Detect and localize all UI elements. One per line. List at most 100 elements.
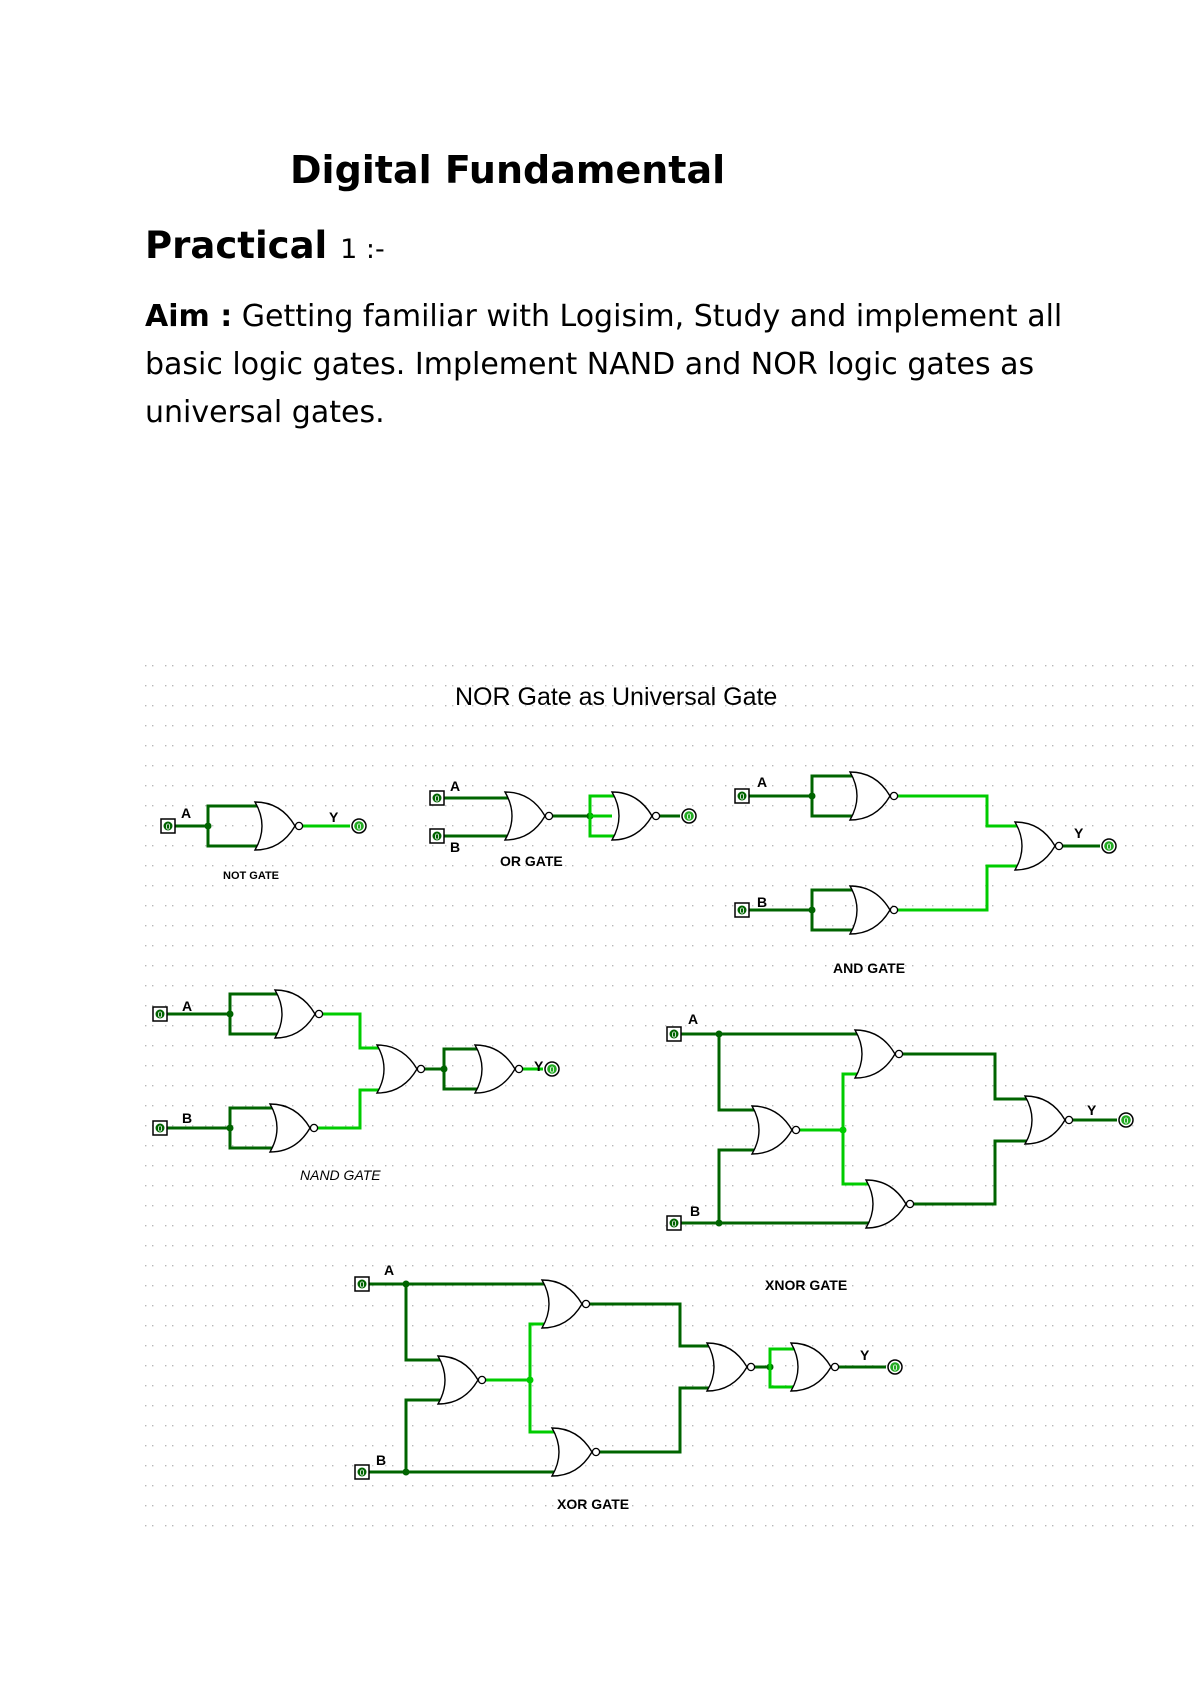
wire-low [404,1284,443,1362]
wire-high [898,864,1020,912]
pin-value: 0 [1123,1117,1128,1126]
nor-bubble-icon [544,811,554,821]
pin-label-a: A [181,805,191,821]
pin-label-a: A [182,998,192,1014]
input-pin-led-icon [669,1029,679,1039]
nor-bubble-icon [894,1049,904,1059]
input-pin-led-icon [669,1218,679,1228]
nor-gate-icon [750,1105,793,1155]
wire-high [528,1380,557,1434]
pin-value: 0 [165,823,170,832]
nor-gate-icon [789,1342,832,1392]
pin-value: 0 [1106,843,1111,852]
pin-value: 0 [671,1220,676,1229]
nor-gate-icon [705,1342,748,1392]
pin-value: 0 [356,823,361,832]
wire-high [898,794,1020,828]
practical-label: Practical [145,224,328,267]
aim-paragraph: Aim : Getting familiar with Logisim, Stu… [145,293,1105,437]
pin-label-b: B [450,839,460,855]
input-pin-led-icon [357,1279,367,1289]
nor-gate-icon [848,771,891,821]
pin-label-y: Y [1074,825,1084,841]
pin-value: 0 [739,907,744,916]
nor-bubble-icon [889,791,899,801]
nor-bubble-icon [314,1009,324,1019]
xnor-gate-label: XNOR GATE [765,1277,847,1293]
circuit-heading: NOR Gate as Universal Gate [455,683,777,711]
wire-low [810,888,855,910]
pin-label-b: B [376,1452,386,1468]
pin-label-a: A [688,1011,698,1027]
nor-gate-icon [473,1044,516,1094]
wire-low [810,910,855,932]
nor-gate-icon [268,1103,311,1153]
nor-bubble-icon [1054,841,1064,851]
nor-gate-icon [503,791,546,841]
wire-low [914,1139,1030,1206]
input-pin-led-icon [432,831,442,841]
nor-bubble-icon [416,1064,426,1074]
nor-gate-icon [550,1427,593,1477]
wire-low [810,774,855,796]
wire-high [588,816,617,838]
output-pin-led-icon [354,821,364,831]
wire-low [717,1148,758,1223]
nand-gate-label: NAND GATE [300,1167,381,1183]
pin-value: 0 [157,1011,162,1020]
wire-low [442,1047,480,1069]
pin-label-a: A [757,774,767,790]
nor-bubble-icon [830,1362,840,1372]
pin-label-a: A [450,778,460,794]
input-pin-led-icon [737,791,747,801]
wire-low [590,1302,712,1348]
output-pin-led-icon [890,1362,900,1372]
wire-low [228,1014,280,1036]
nor-bubble-icon [591,1447,601,1457]
pin-value: 0 [434,795,439,804]
nor-bubble-icon [294,821,304,831]
not-gate-label: NOT GATE [223,870,279,882]
nor-gate-icon [853,1029,896,1079]
pin-value: 0 [739,793,744,802]
page-title: Digital Fundamental [290,148,726,192]
pin-value: 0 [549,1066,554,1075]
wire-low [404,1398,443,1472]
grid-dots [145,665,1194,1527]
wire-low [717,1034,758,1112]
nor-gate-icon [610,791,653,841]
input-pin-led-icon [357,1467,367,1477]
pin-label-b: B [690,1203,700,1219]
input-pin-led-icon [432,793,442,803]
wire-high [528,1322,547,1380]
canvas-grid [145,665,1194,1527]
nor-gate-icon [1023,1095,1066,1145]
labels: NOR Gate as Universal Gate NOT GATE OR G… [181,683,1097,1512]
nor-gate-icon [540,1279,583,1329]
nor-gate-icon [1013,821,1056,871]
xor-gate-label: XOR GATE [557,1496,629,1512]
pin-label-b: B [182,1110,192,1126]
gates [253,771,1074,1477]
pin-label-y: Y [1087,1102,1097,1118]
and-gate-label: AND GATE [833,960,905,976]
wire-high [768,1367,796,1389]
wire-junction [204,822,212,830]
pin-label-y: Y [860,1347,870,1363]
nor-gate-icon [253,801,296,851]
wire-low [228,992,280,1014]
nor-bubble-icon [889,905,899,915]
output-pin-led-icon [547,1064,557,1074]
pin-value: 0 [892,1364,897,1373]
practical-heading: Practical 1 :- [145,224,385,267]
wire-high [588,794,617,816]
wire-low [228,1128,275,1150]
pin-value: 0 [434,833,439,842]
wire-low [206,826,263,848]
input-pin-led-icon [155,1123,165,1133]
nor-bubble-icon [581,1299,591,1309]
nor-bubble-icon [309,1123,319,1133]
wire-high [841,1130,871,1186]
